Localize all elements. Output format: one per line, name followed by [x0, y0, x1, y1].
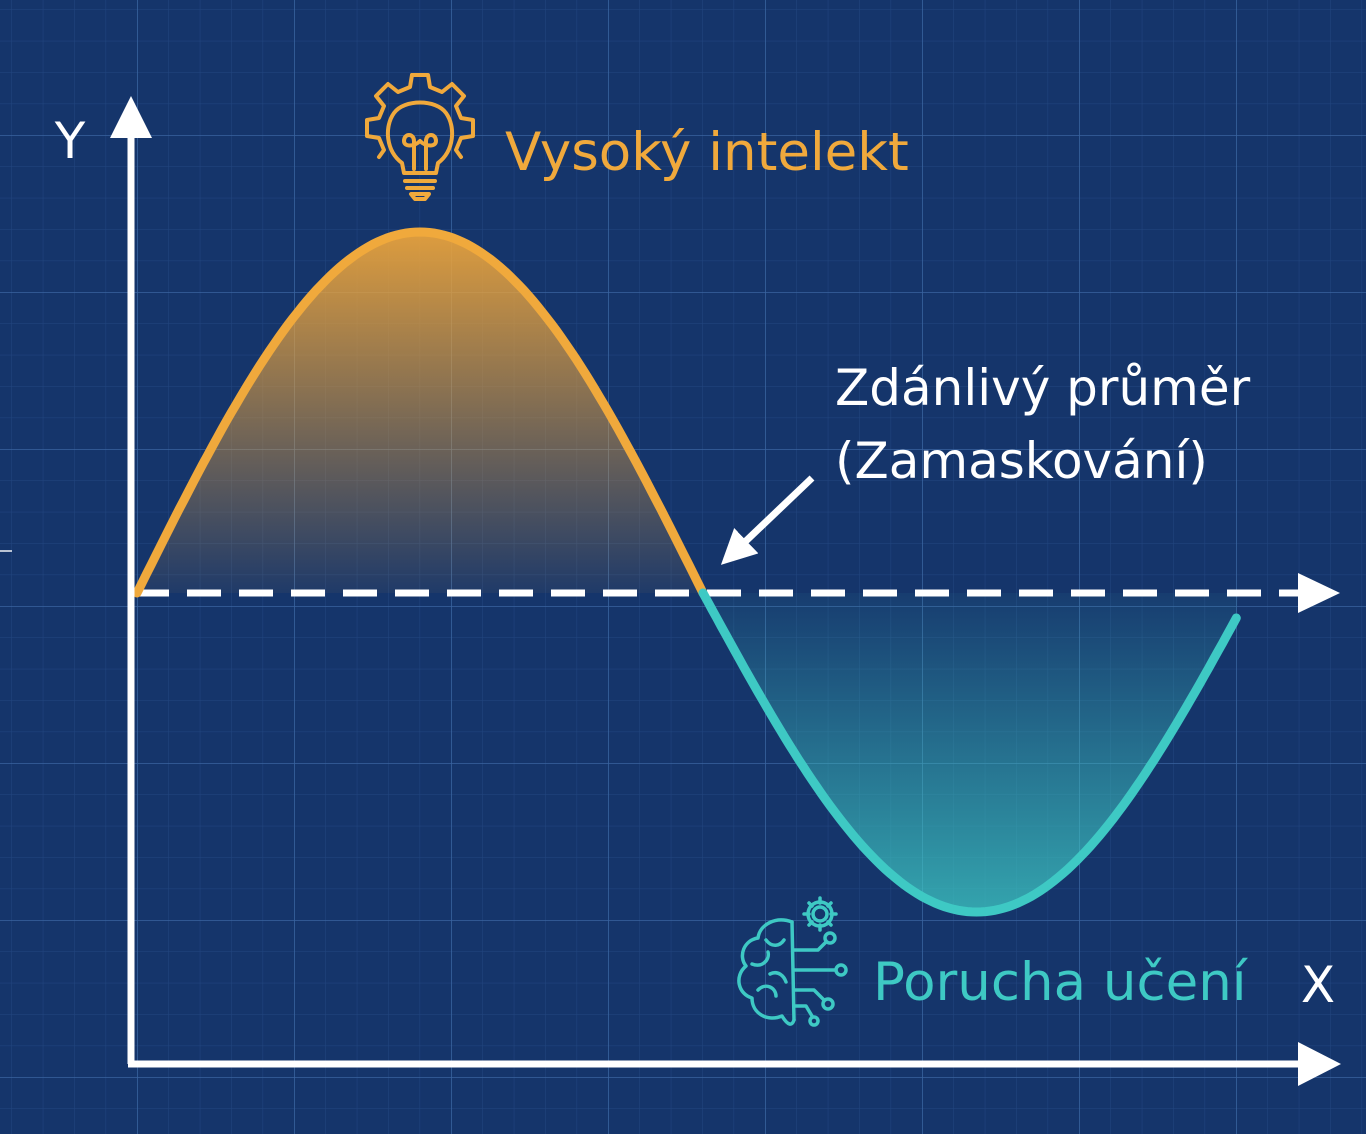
x-axis-arrowhead: [1298, 1042, 1341, 1086]
high-intellect-curve: [132, 227, 708, 598]
y-axis-label: Y: [54, 112, 86, 170]
x-axis-label: X: [1301, 956, 1335, 1014]
learning-disorder-area: [703, 593, 1238, 912]
mean-line-arrowhead: [1298, 573, 1340, 613]
high-intellect-area: [137, 232, 703, 593]
mean-label-line2: (Zamaskování): [835, 432, 1208, 490]
mean-label-line1: Zdánlivý průměr: [835, 359, 1251, 417]
mean-pointer-arrow: [720, 475, 815, 565]
learning-disorder-curve: [698, 588, 1241, 917]
y-axis-arrowhead: [110, 96, 152, 138]
high-intellect-label: Vysoký intelekt: [505, 122, 909, 183]
learning-disorder-label: Porucha učení: [873, 952, 1249, 1013]
lightbulb-gear-icon: [365, 73, 475, 201]
brain-circuit-gear-icon: [737, 896, 848, 1027]
